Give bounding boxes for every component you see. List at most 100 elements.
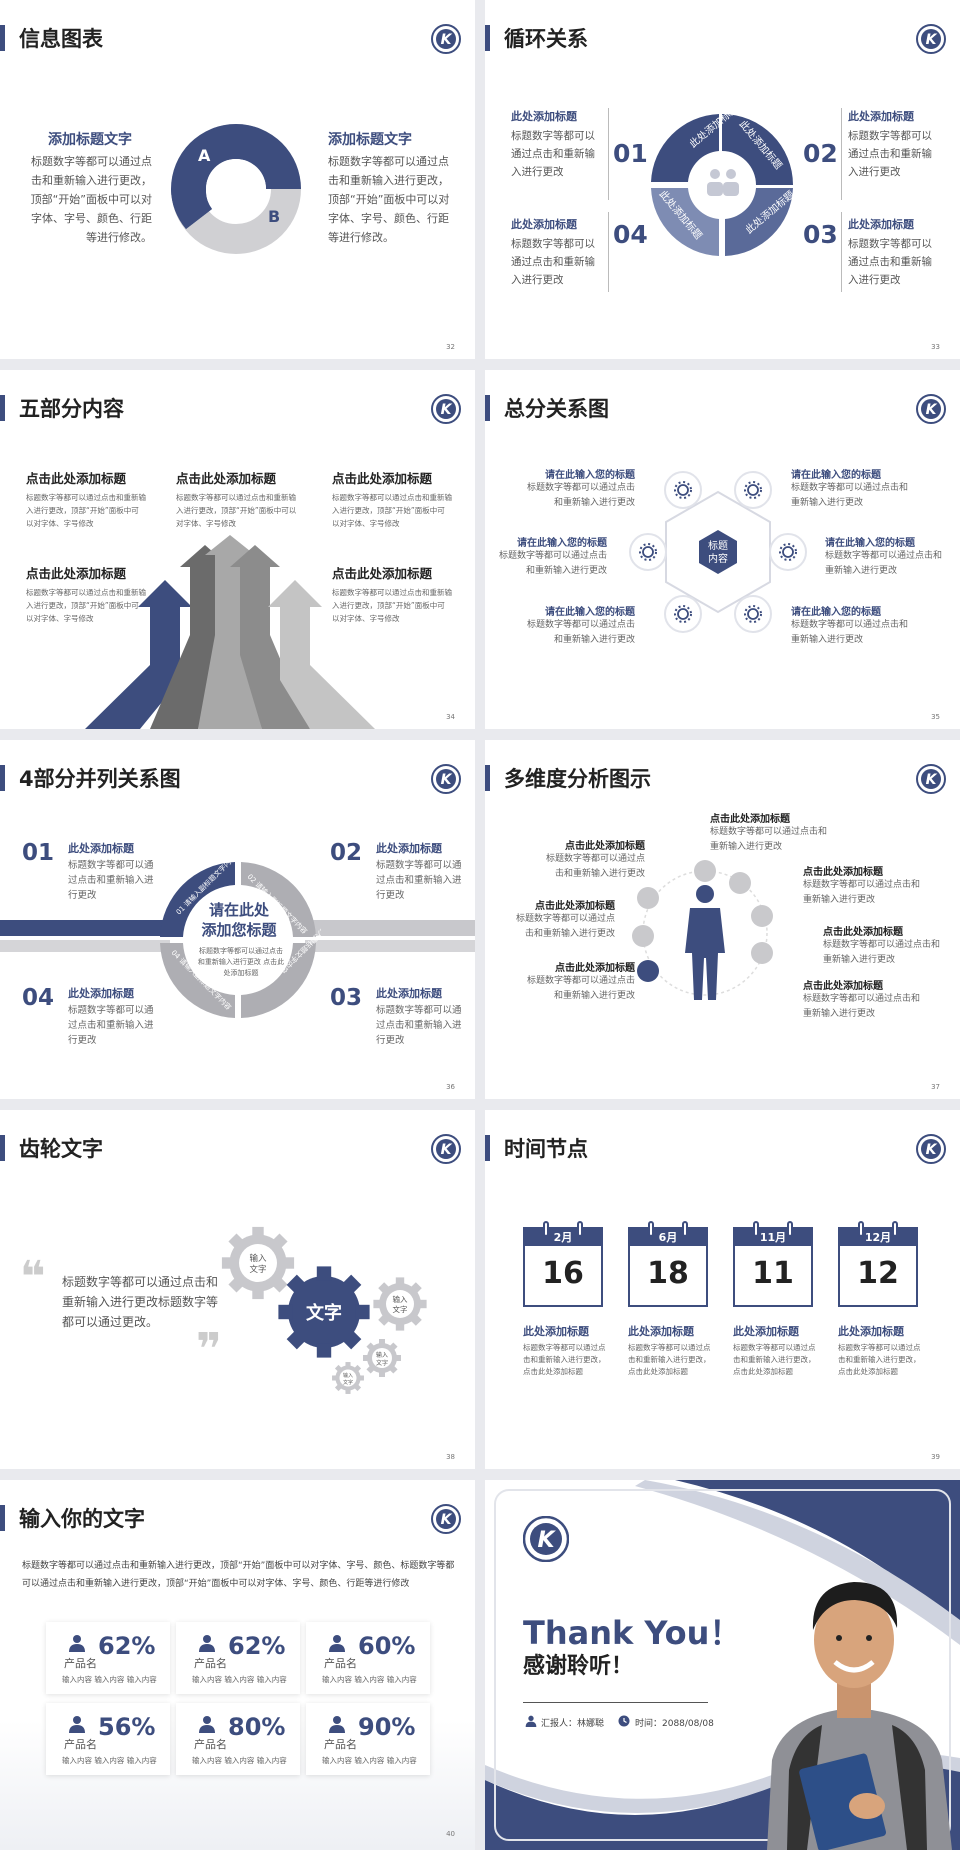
quote-open-icon: ❝ bbox=[20, 1252, 46, 1303]
svg-text:K: K bbox=[441, 402, 453, 418]
left-heading: 添加标题文字 bbox=[48, 132, 132, 148]
svg-text:K: K bbox=[926, 772, 938, 788]
stat-card-5: 80%产品名输入内容 输入内容 输入内容 bbox=[176, 1703, 300, 1775]
cycle-ring: 此处添加标题 此处添加标题 此处添加标题 此处添加标题 bbox=[651, 108, 797, 256]
slide-five-parts[interactable]: 五部分内容 K 点击此处添加标题 标题数字等都可以通过点击和重新输入进行更改，顶… bbox=[0, 370, 475, 729]
svg-text:文字: 文字 bbox=[343, 1379, 353, 1386]
parallel-item-1: 此处添加标题 标题数字等都可以通过点击和重新输入进行更改 bbox=[68, 842, 154, 901]
num-04: 04 bbox=[613, 220, 648, 249]
timeline-item-2: 此处添加标题 标题数字等都可以通过点击和重新输入进行更改，点击此处添加标题 bbox=[628, 1325, 711, 1376]
logo-icon: K bbox=[431, 764, 461, 794]
dimension-item-6: 点击此处添加标题 标题数字等都可以通过点击和重新输入进行更改 bbox=[526, 963, 635, 1001]
timeline-item-3: 此处添加标题 标题数字等都可以通过点击和重新输入进行更改，点击此处添加标题 bbox=[733, 1325, 816, 1376]
ring-label-b: B bbox=[268, 207, 280, 226]
dimension-item-3: 点击此处添加标题 标题数字等都可以通过点击和重新输入进行更改 bbox=[803, 867, 921, 905]
cycle-item-3: 此处添加标题 标题数字等都可以通过点击和重新输入进行更改 bbox=[848, 218, 932, 286]
num-03: 03 bbox=[330, 985, 363, 1011]
intro-text: 标题数字等都可以通过点击和重新输入进行更改，顶部“开始”面板中可以对字体、字号、… bbox=[22, 1561, 455, 1589]
hub-center-line2: 内容 bbox=[708, 552, 728, 565]
parallel-item-4: 此处添加标题 标题数字等都可以通过点击和重新输入进行更改 bbox=[68, 987, 154, 1046]
num-01: 01 bbox=[613, 139, 648, 168]
num-02: 02 bbox=[803, 139, 838, 168]
gear-quote: 标题数字等都可以通过点击和重新输入进行更改标题数字等都可以通过更改。 bbox=[62, 1275, 219, 1329]
person-icon bbox=[329, 1635, 345, 1652]
page-number: 33 bbox=[931, 343, 940, 351]
person-icon bbox=[199, 1716, 215, 1733]
stat-card-1: 62%产品名输入内容 输入内容 输入内容 bbox=[46, 1622, 170, 1694]
svg-text:K: K bbox=[926, 1142, 938, 1158]
hub-center-line1: 标题 bbox=[708, 540, 728, 552]
thanks-chinese: 感谢聆听！ bbox=[523, 1654, 634, 1679]
num-01: 01 bbox=[22, 840, 55, 866]
branch-item-3: 请在此输入您的标题 标题数字等都可以通过点击和重新输入进行更改 bbox=[498, 538, 607, 576]
dimension-graphic bbox=[632, 860, 773, 1000]
page-number: 34 bbox=[446, 713, 455, 721]
num-04: 04 bbox=[22, 985, 55, 1011]
svg-text:文字: 文字 bbox=[249, 1264, 266, 1275]
slide-cycle[interactable]: 循环关系 K 此处添加标题 标题数字等都可以通过点击和重新输入进行更改 此处添加… bbox=[485, 0, 960, 359]
svg-text:K: K bbox=[441, 1142, 453, 1158]
slide-thank-you[interactable]: K Thank You！ 感谢聆听！ 汇报人：林娜聪 时间：2088/08/08 bbox=[485, 1480, 960, 1850]
slide-input-text[interactable]: 输入你的文字 K 标题数字等都可以通过点击和重新输入进行更改，顶部“开始”面板中… bbox=[0, 1480, 475, 1850]
center-title: 请在此处添加您标题 bbox=[201, 901, 277, 939]
center-body: 标题数字等都可以通过点击和重新输入进行更改 点击此处添加标题 bbox=[197, 947, 285, 977]
student-portrait bbox=[767, 1582, 952, 1850]
parallel-ring: 01 请输入副标题文字内容 02 请输入副标题文字内容 03 请输入副标题文字内… bbox=[160, 857, 321, 1018]
slide-multi-dimension[interactable]: 多维度分析图示 K 点击此处添加标题 标题数字等都可以通过点击和重新输入进行更改… bbox=[485, 740, 960, 1099]
dimension-item-7: 点击此处添加标题 标题数字等都可以通过点击和重新输入进行更改 bbox=[803, 981, 921, 1019]
branch-item-5: 请在此输入您的标题 标题数字等都可以通过点击和重新输入进行更改 bbox=[526, 607, 635, 645]
stat-card-4: 56%产品名输入内容 输入内容 输入内容 bbox=[46, 1703, 170, 1775]
gear-icon bbox=[642, 484, 794, 620]
person-icon bbox=[69, 1635, 85, 1652]
page-number: 38 bbox=[446, 1453, 455, 1461]
svg-text:K: K bbox=[441, 32, 453, 48]
slide-total-branch[interactable]: 总分关系图 K 标题 内容 请在此输入您的标题 标题数字等都可以通过点击和重新输… bbox=[485, 370, 960, 729]
svg-text:K: K bbox=[537, 1528, 556, 1553]
parallel-item-3: 此处添加标题 标题数字等都可以通过点击和重新输入进行更改 bbox=[376, 987, 462, 1046]
team-icon bbox=[707, 169, 739, 196]
cycle-item-1: 此处添加标题 标题数字等都可以通过点击和重新输入进行更改 bbox=[511, 110, 595, 178]
part-4: 点击此处添加标题 标题数字等都可以通过点击和重新输入进行更改，顶部“开始”面板中… bbox=[26, 566, 146, 623]
person-icon bbox=[69, 1716, 85, 1733]
svg-text:K: K bbox=[441, 772, 453, 788]
slide-four-parallel[interactable]: 4部分并列关系图 K 01 请输入副标题文字内容 02 请输入副标题文字内容 0… bbox=[0, 740, 475, 1099]
slide-title: 总分关系图 bbox=[485, 394, 609, 422]
svg-text:文字: 文字 bbox=[393, 1304, 408, 1314]
logo-icon: K bbox=[916, 24, 946, 54]
slide-title: 输入你的文字 bbox=[0, 1504, 145, 1532]
svg-text:K: K bbox=[926, 402, 938, 418]
svg-text:输入: 输入 bbox=[249, 1253, 267, 1264]
svg-text:输入: 输入 bbox=[393, 1294, 408, 1304]
svg-text:输入: 输入 bbox=[376, 1351, 388, 1359]
left-body: 标题数字等都可以通过点击和重新输入进行更改，顶部“开始”面板中可以对字体、字号、… bbox=[30, 155, 152, 244]
parallel-item-2: 此处添加标题 标题数字等都可以通过点击和重新输入进行更改 bbox=[376, 842, 462, 901]
part-5: 点击此处添加标题 标题数字等都可以通过点击和重新输入进行更改，顶部“开始”面板中… bbox=[332, 566, 452, 623]
gear-main-label: 文字 bbox=[306, 1302, 342, 1324]
dimension-item-1: 点击此处添加标题 标题数字等都可以通过点击和重新输入进行更改 bbox=[710, 814, 828, 852]
page-number: 32 bbox=[446, 343, 455, 351]
slide-title: 信息图表 bbox=[0, 24, 103, 52]
part-3: 点击此处添加标题 标题数字等都可以通过点击和重新输入进行更改，顶部“开始”面板中… bbox=[332, 471, 452, 528]
gears-graphic: 输入 文字 文字 输入 文字 输入 文字 输入 文字 bbox=[221, 1226, 427, 1394]
timeline-item-1: 此处添加标题 标题数字等都可以通过点击和重新输入进行更改，点击此处添加标题 bbox=[523, 1325, 606, 1376]
stat-card-3: 60%产品名输入内容 输入内容 输入内容 bbox=[306, 1622, 430, 1694]
branch-item-1: 请在此输入您的标题 标题数字等都可以通过点击和重新输入进行更改 bbox=[526, 470, 635, 508]
slide-title: 4部分并列关系图 bbox=[0, 764, 181, 792]
slide-title: 齿轮文字 bbox=[0, 1134, 103, 1162]
svg-text:K: K bbox=[926, 32, 938, 48]
slide-info-chart[interactable]: 信息图表 K 添加标题文字 标题数字等都可以通过点击和重新输入进行更改，顶部“开… bbox=[0, 0, 475, 359]
right-body: 标题数字等都可以通过点击和重新输入进行更改，顶部“开始”面板中可以对字体、字号、… bbox=[328, 155, 450, 244]
part-1: 点击此处添加标题 标题数字等都可以通过点击和重新输入进行更改，顶部“开始”面板中… bbox=[26, 471, 146, 528]
slide-gear-text[interactable]: 齿轮文字 K ❝ 标题数字等都可以通过点击和重新输入进行更改标题数字等都可以通过… bbox=[0, 1110, 475, 1469]
svg-text:文字: 文字 bbox=[376, 1359, 388, 1367]
businessman-silhouette bbox=[685, 885, 725, 1000]
page-number: 36 bbox=[446, 1083, 455, 1091]
logo-icon: K bbox=[916, 764, 946, 794]
logo-icon: K bbox=[916, 394, 946, 424]
timeline-item-4: 此处添加标题 标题数字等都可以通过点击和重新输入进行更改，点击此处添加标题 bbox=[838, 1325, 921, 1376]
slide-title: 循环关系 bbox=[485, 24, 588, 52]
